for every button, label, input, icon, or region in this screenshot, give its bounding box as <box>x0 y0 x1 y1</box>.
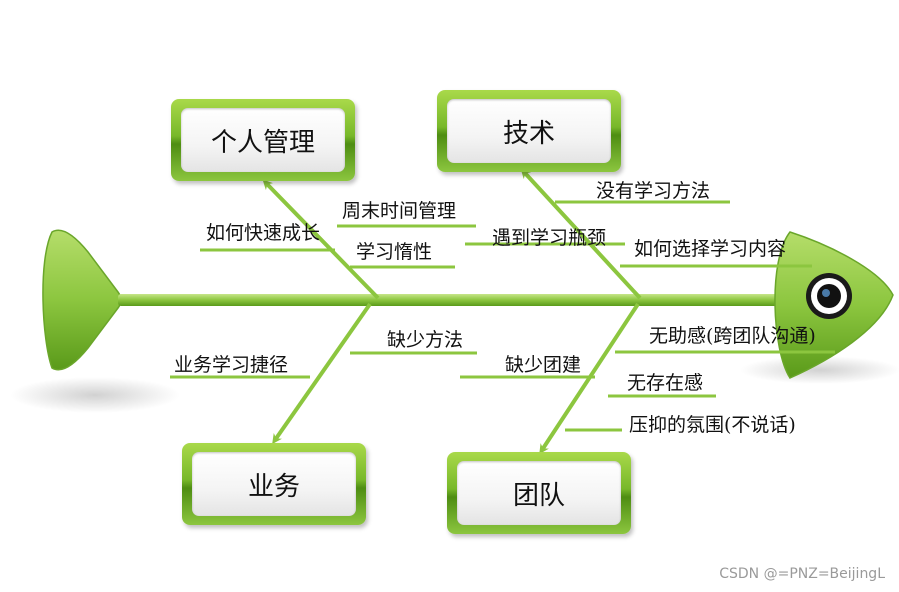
category-business-label: 业务 <box>192 452 356 516</box>
cause-helpless: 无助感(跨团队沟通) <box>649 325 816 347</box>
cause-no-presence: 无存在感 <box>627 372 704 394</box>
watermark: CSDN @=PNZ=BeijingL <box>719 566 885 582</box>
category-team-box: 团队 <box>447 452 631 534</box>
category-tech-label: 技术 <box>447 99 611 163</box>
cause-lack-teambuilding: 缺少团建 <box>505 354 582 376</box>
cause-lines <box>170 200 835 432</box>
spine-bone <box>118 294 790 306</box>
head-shadow <box>740 356 899 384</box>
cause-inertia: 学习惰性 <box>356 241 433 263</box>
fish-tail-icon <box>42 229 122 371</box>
bone-business <box>272 302 372 445</box>
cause-choose-content: 如何选择学习内容 <box>634 238 787 260</box>
cause-grow-fast: 如何快速成长 <box>206 222 321 244</box>
cause-shortcut: 业务学习捷径 <box>174 354 289 376</box>
category-personal-box: 个人管理 <box>171 99 355 181</box>
category-tech-box: 技术 <box>437 90 621 172</box>
fish-eye-icon <box>806 273 852 319</box>
tail-shadow <box>10 377 180 413</box>
cause-oppressive: 压抑的氛围(不说话) <box>629 414 796 436</box>
cause-no-method: 没有学习方法 <box>596 180 711 202</box>
cause-bottleneck: 遇到学习瓶颈 <box>492 227 607 249</box>
category-team-label: 团队 <box>457 461 621 525</box>
cause-weekend-time: 周末时间管理 <box>342 200 457 222</box>
bone-tech <box>520 168 642 300</box>
fish-head-icon <box>774 231 894 379</box>
cause-lack-method: 缺少方法 <box>387 329 464 351</box>
bone-personal <box>262 179 380 300</box>
category-personal-label: 个人管理 <box>181 108 345 172</box>
category-business-box: 业务 <box>182 443 366 525</box>
